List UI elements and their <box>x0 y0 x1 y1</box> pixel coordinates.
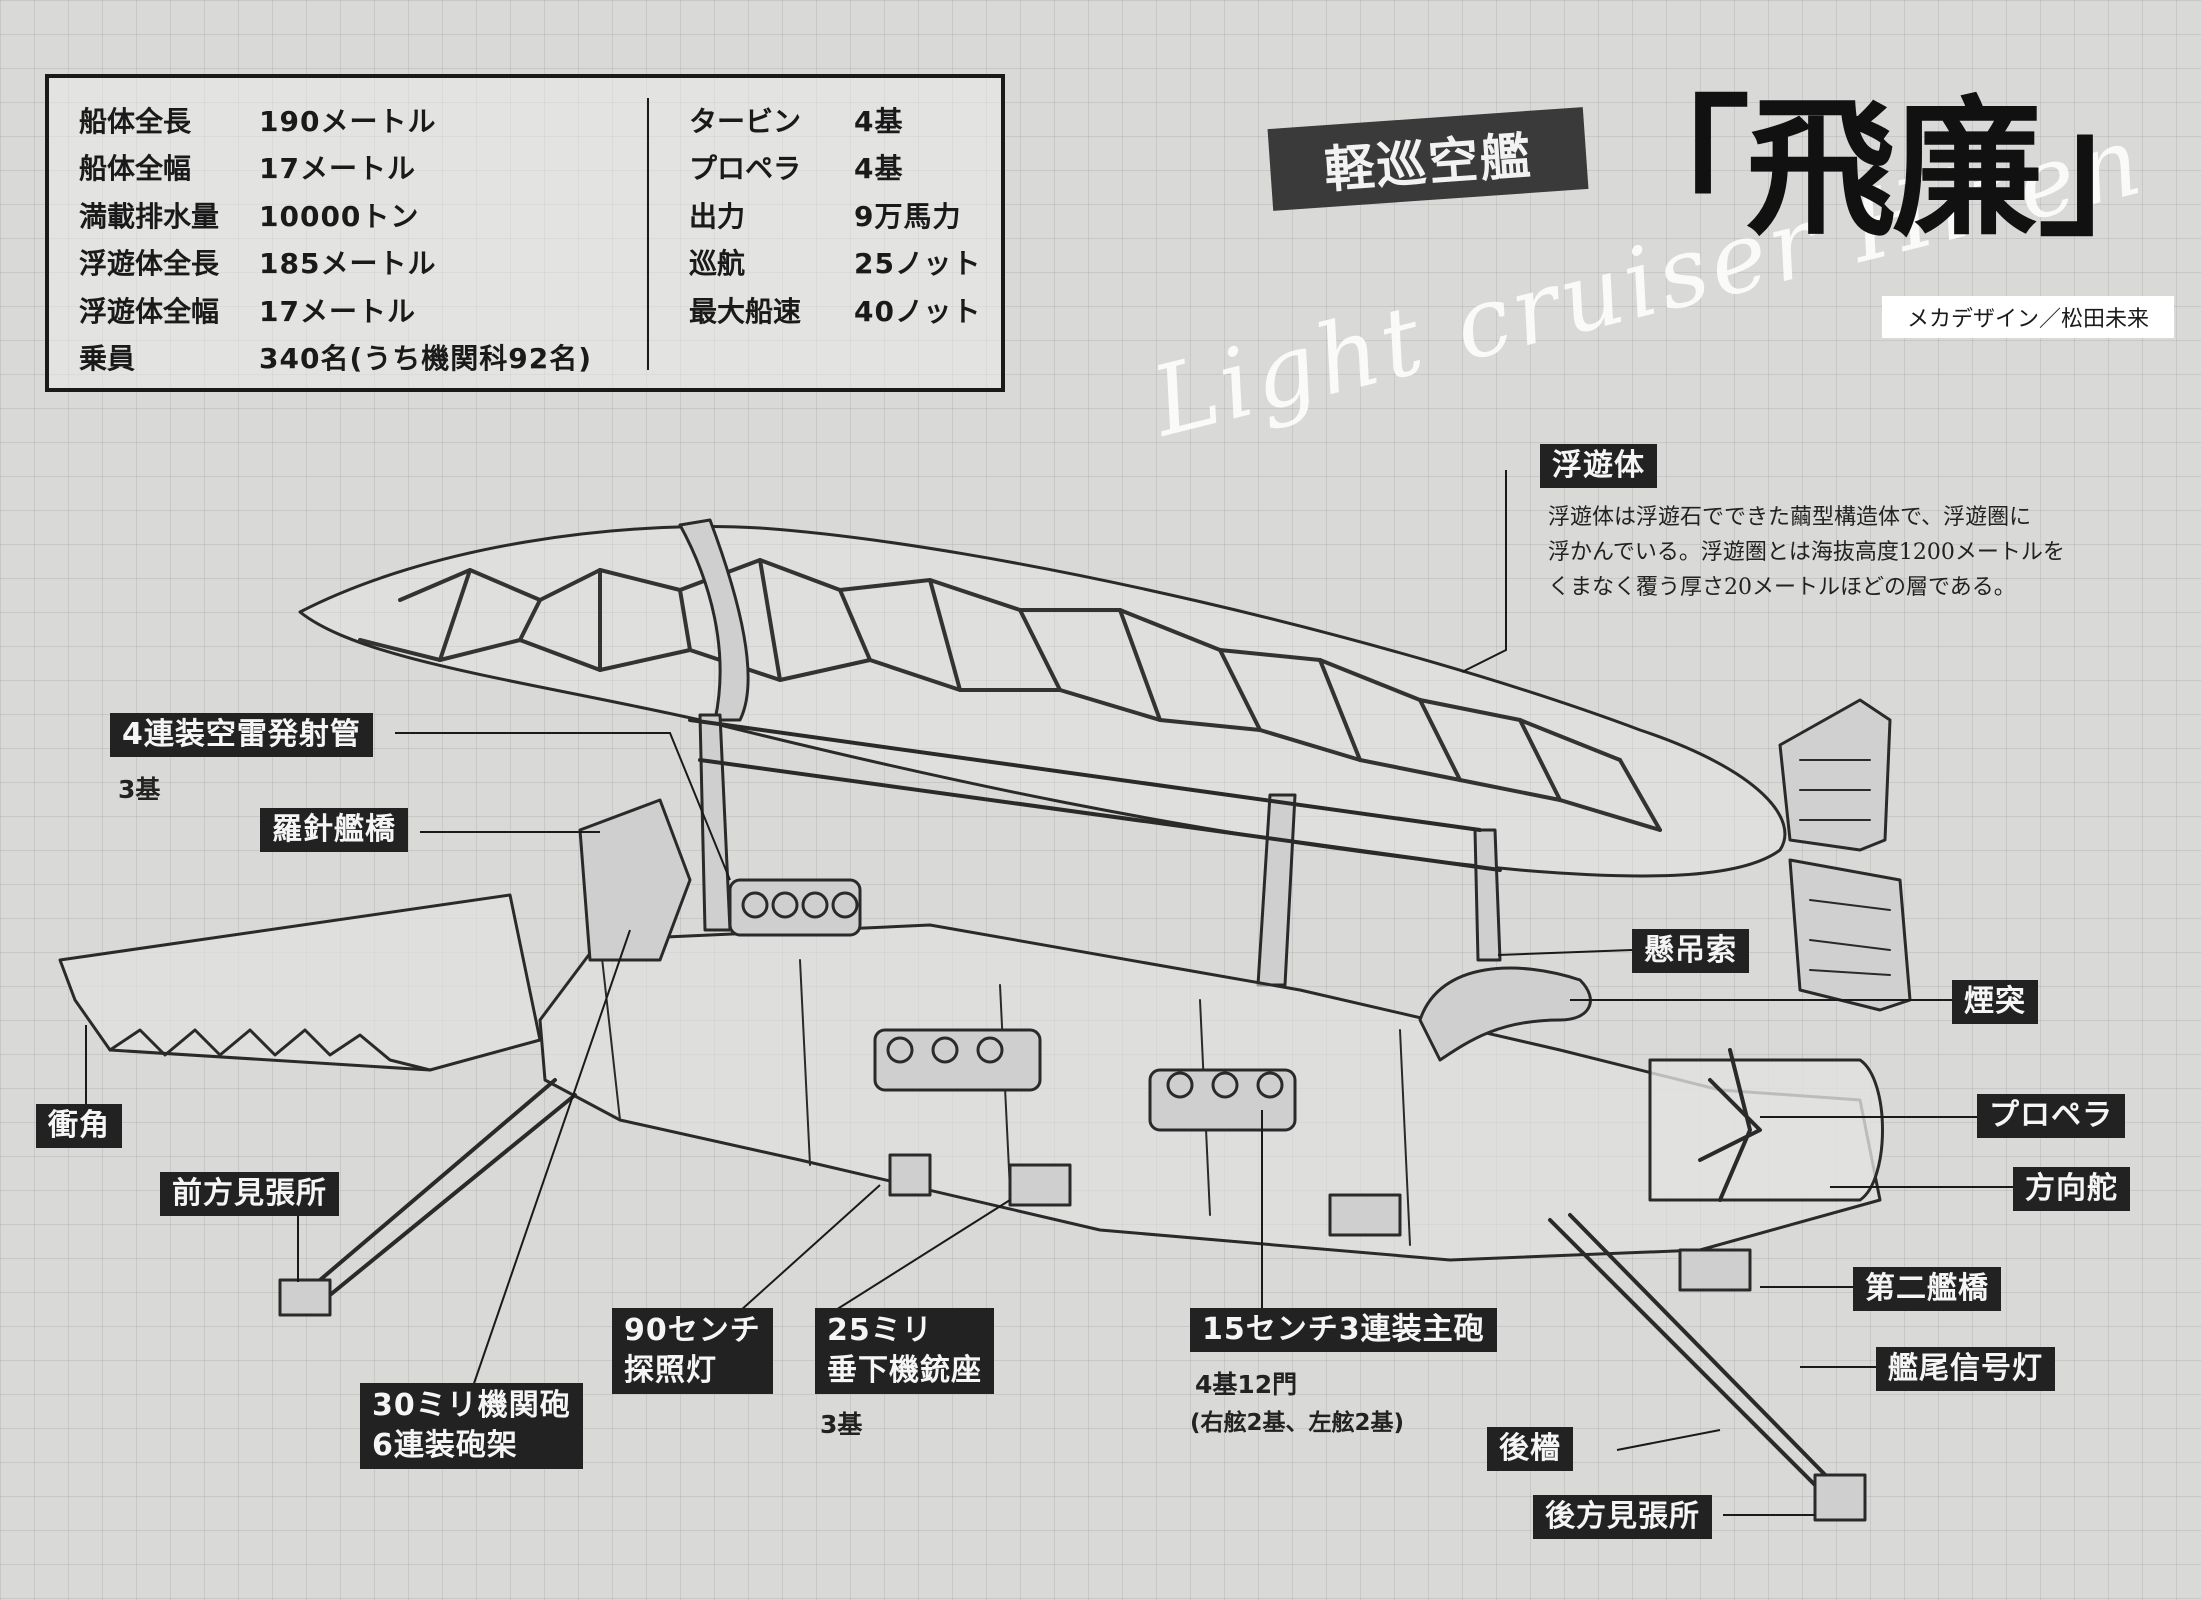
label-floater: 浮遊体 <box>1540 444 1657 488</box>
connecting-frame <box>688 718 1502 872</box>
mg25-pod <box>1008 1163 1072 1207</box>
label-compass-bridge: 羅針艦橋 <box>260 808 408 852</box>
label-rudder: 方向舵 <box>2013 1167 2130 1211</box>
floater-band <box>678 518 750 722</box>
label-torpedo-tubes: 4連装空雷発射管 <box>110 713 373 757</box>
label-fwd-lookout: 前方見張所 <box>160 1172 339 1216</box>
leader-lines <box>85 470 2013 1516</box>
main-gun-arrangement: (右舷2基、左舷2基) <box>1190 1410 1405 1436</box>
torpedo-mount <box>728 878 862 937</box>
bow-ram <box>58 893 542 1072</box>
label-main-gun: 15センチ3連装主砲 <box>1190 1308 1497 1352</box>
ship-name-title: 「飛廉」 <box>1600 81 2188 257</box>
propeller-nacelle <box>1648 1058 1884 1202</box>
lower-fin <box>1788 858 1912 1012</box>
label-suspension-cable: 懸吊索 <box>1632 929 1749 973</box>
main-gun-count: 4基12門 <box>1195 1370 1298 1399</box>
mg25-count: 3基 <box>820 1410 863 1439</box>
floater-tailfin <box>1778 698 1892 852</box>
label-ram: 衝角 <box>36 1104 122 1148</box>
ram-teeth <box>108 1028 432 1072</box>
fwd-lookout-box <box>278 1278 332 1317</box>
fwd-bridge-structure <box>578 798 692 962</box>
mg25-pod-2 <box>1328 1193 1402 1237</box>
label-30mm-gun: 30ミリ機関砲 6連装砲架 <box>360 1383 583 1469</box>
rear-mast <box>1548 1213 1842 1502</box>
label-stern-signal-light: 艦尾信号灯 <box>1876 1347 2055 1391</box>
label-25mm-gun: 25ミリ 垂下機銃座 <box>815 1308 994 1394</box>
label-rear-mast: 後檣 <box>1487 1427 1573 1471</box>
torpedo-count: 3基 <box>118 775 161 804</box>
strut-fwd <box>698 713 732 932</box>
funnel <box>1418 966 1592 1062</box>
floater-lattice <box>358 558 1662 832</box>
label-propeller: プロペラ <box>1977 1094 2125 1138</box>
fwd-lookout-arm <box>318 1078 577 1297</box>
propeller-blades <box>1698 1048 1762 1202</box>
design-credit: メカデザイン／松田未来 <box>1882 296 2174 338</box>
floater-description: 浮遊体は浮遊石でできた繭型構造体で、浮遊圏に 浮かんでいる。浮遊圏とは海抜高度1… <box>1548 505 2065 600</box>
label-second-bridge: 第二艦橋 <box>1853 1267 2001 1311</box>
label-rear-lookout: 後方見張所 <box>1533 1495 1712 1539</box>
turret-2 <box>1148 1068 1297 1132</box>
second-bridge-box <box>1678 1248 1752 1292</box>
label-searchlight: 90センチ 探照灯 <box>612 1308 773 1394</box>
turret-1 <box>873 1028 1042 1092</box>
label-funnel: 煙突 <box>1952 980 2038 1024</box>
searchlight-pod <box>888 1153 932 1197</box>
rear-lookout-box <box>1813 1473 1867 1522</box>
strut-aft <box>1473 828 1502 962</box>
spec-divider <box>647 98 649 370</box>
